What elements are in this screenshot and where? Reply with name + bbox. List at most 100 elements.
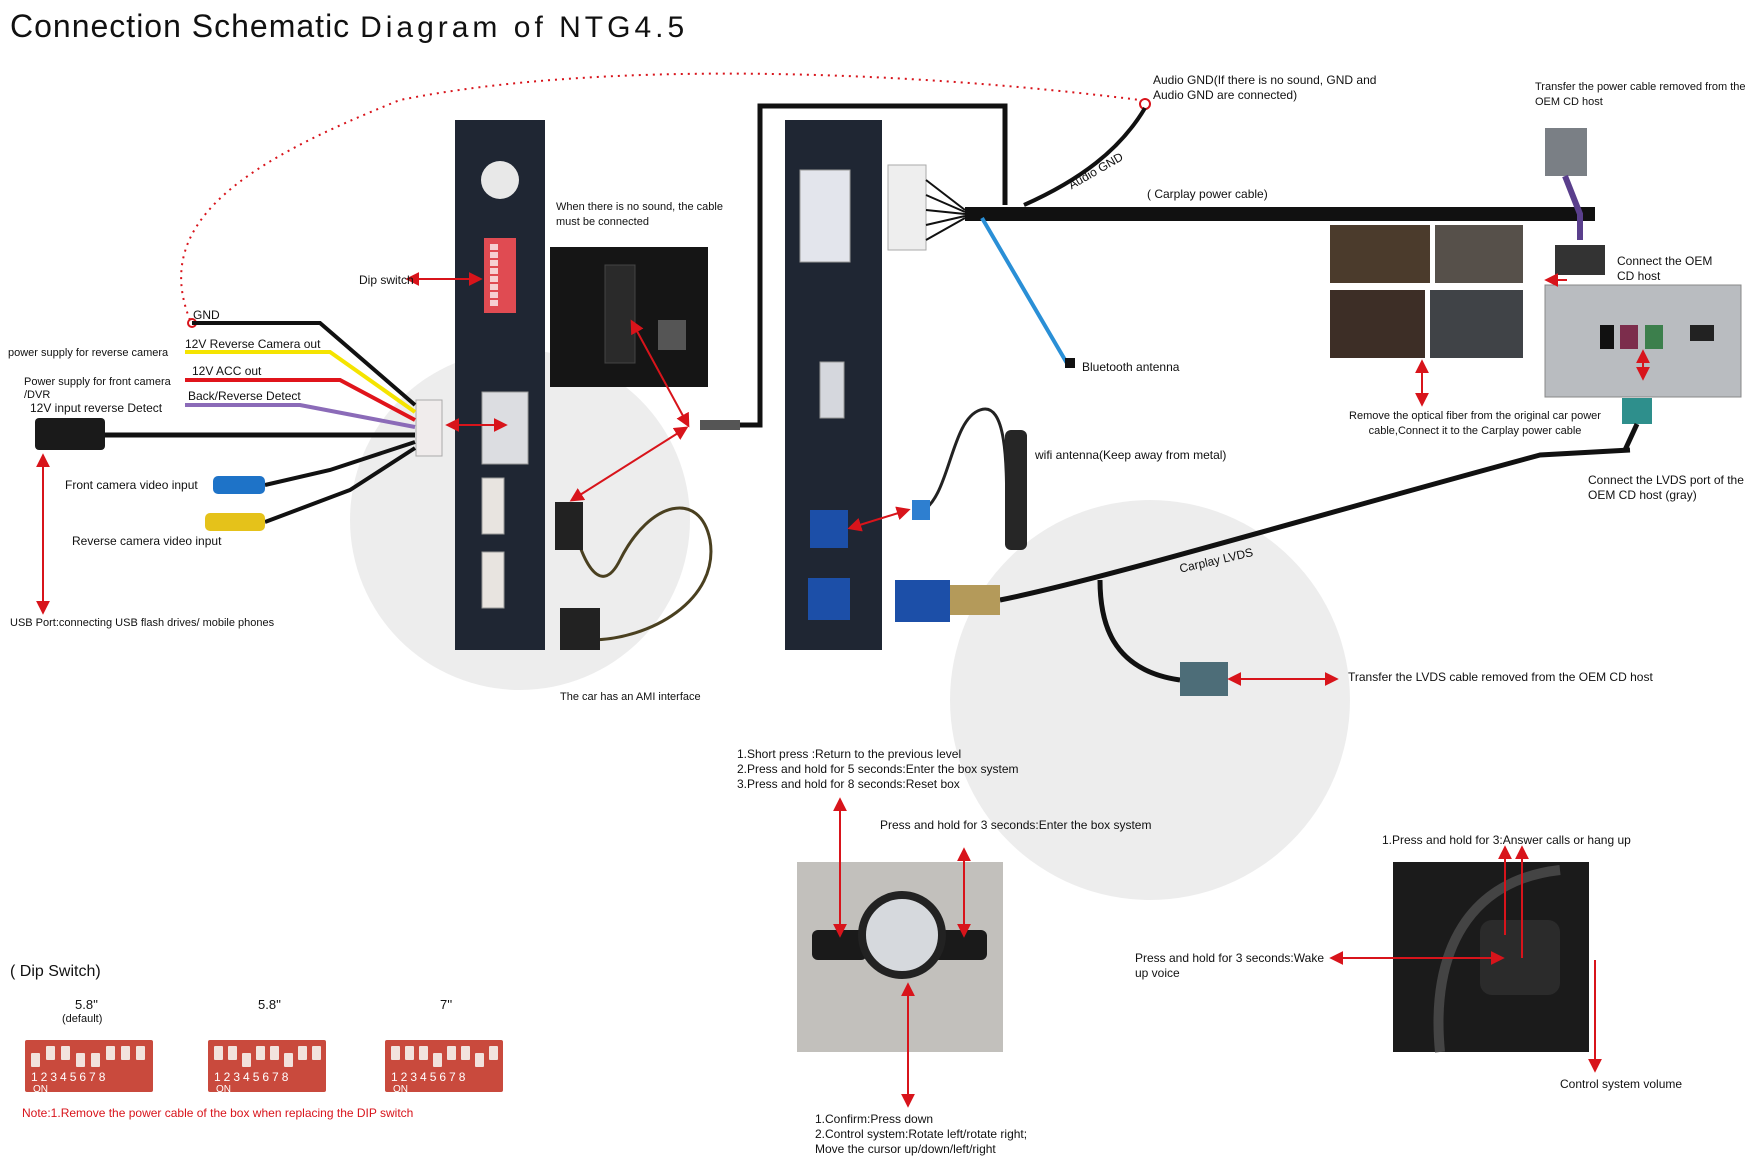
remove-fiber-label: Remove the optical fiber from the origin… [1349, 410, 1601, 437]
wire-front-cam [264, 440, 416, 487]
back-button-photo [812, 930, 867, 960]
lvds-teal-stub [1622, 422, 1640, 452]
dip3-sw2 [405, 1046, 414, 1060]
front-cam-video-label: Front camera video input [65, 478, 198, 492]
gnd-dotted-route [180, 72, 1141, 321]
lvds-branch [1097, 579, 1181, 683]
wire-gnd [192, 321, 417, 407]
front-cam-rca [213, 476, 265, 494]
audio-jack [700, 420, 740, 430]
harness-connector [415, 399, 443, 457]
dip2-sw2 [228, 1046, 237, 1060]
connect-oem-label: Connect the OEM CD host [1617, 254, 1713, 283]
left-port-20pin [481, 391, 529, 465]
dip3-sw7 [475, 1053, 484, 1067]
dip-switch-label: Dip switch [359, 273, 414, 287]
oem-power-socket [1555, 245, 1605, 275]
usb-port-label: USB Port:connecting USB flash drives/ mo… [10, 617, 275, 629]
input-rev-detect-label: 12V input reverse Detect [30, 401, 163, 415]
wake-voice-label: Press and hold for 3 seconds:Wake up voi… [1135, 951, 1324, 980]
rotary-knob-photo [858, 891, 946, 979]
rev-cam-video-label: Reverse camera video input [72, 534, 222, 548]
dip2-sw6 [284, 1053, 293, 1067]
dip1-sw3 [61, 1046, 70, 1060]
wire-12v-rev-cam [185, 350, 417, 414]
rev-cam-rca [205, 513, 265, 531]
dip3-sw5 [447, 1046, 456, 1060]
wifi-label: wifi antenna(Keep away from metal) [1035, 448, 1227, 462]
dip1-sw6 [106, 1046, 115, 1060]
lvds-connector-blue [895, 580, 950, 622]
power-cable-connector [887, 164, 927, 251]
oem-power-plug [1545, 128, 1587, 176]
oem-power-wires [1562, 174, 1583, 240]
dip1-sw8 [136, 1046, 145, 1060]
bluetooth-tip [1065, 358, 1075, 368]
dip3-sw4 [433, 1053, 442, 1067]
dip2-sw3 [242, 1053, 251, 1067]
transfer-power-label: Transfer the power cable removed from th… [1535, 81, 1746, 108]
oem-port-d [1690, 325, 1714, 341]
carplay-power-label: ( Carplay power cable) [1147, 187, 1268, 201]
wifi-antenna-body [1005, 430, 1027, 550]
audio-gnd-label: Audio GND(If there is no sound, GND and … [1153, 73, 1377, 102]
dip2-sw7 [298, 1046, 307, 1060]
gnd-label: GND [193, 308, 220, 322]
power-front-cam-label: Power supply for front camera [24, 376, 171, 388]
rev-cam-out-label: 12V Reverse Camera out [185, 337, 321, 351]
dip3-sw6 [461, 1046, 470, 1060]
ami-plug-bottom [560, 608, 600, 650]
dip1-sw1 [31, 1053, 40, 1067]
dip3-on: ON [393, 1084, 408, 1095]
back-detect-label: Back/Reverse Detect [188, 389, 301, 403]
audio-photo-plug [658, 320, 686, 350]
lvds-gray-connector [1180, 662, 1228, 696]
dip1-digits: 12345678 [31, 1070, 109, 1084]
dip-switch-2: 12345678 ON [208, 1040, 326, 1095]
dip-heading: ( Dip Switch) [10, 963, 101, 980]
arrows [36, 272, 1650, 1108]
hold8-label: 3.Press and hold for 8 seconds:Reset box [737, 777, 960, 791]
dip-size-3: 7'' [440, 997, 453, 1012]
dip2-sw4 [256, 1046, 265, 1060]
hold5-label: 2.Press and hold for 5 seconds:Enter the… [737, 762, 1019, 776]
short-press-label: 1.Short press :Return to the previous le… [737, 747, 962, 761]
box-sticker [481, 161, 519, 199]
dip-note: Note:1.Remove the power cable of the box… [22, 1106, 414, 1120]
dip2-digits: 12345678 [214, 1070, 292, 1084]
lvds-connector-metal [950, 585, 1000, 615]
ami-label: The car has an AMI interface [560, 691, 701, 703]
ami-cable [568, 506, 713, 642]
dip-switch-block [484, 238, 516, 313]
audio-gnd-wire [1023, 106, 1147, 207]
dip2-sw5 [270, 1046, 279, 1060]
bluetooth-label: Bluetooth antenna [1082, 360, 1180, 374]
dip2-sw1 [214, 1046, 223, 1060]
audio-photo-port [604, 264, 636, 364]
left-port-b [481, 551, 505, 609]
dip-switch-1: 12345678 ON [25, 1040, 153, 1095]
oem-port-b [1645, 325, 1663, 349]
page-title: Connection Schematic Diagram of NTG4.5 [10, 8, 688, 45]
dip3-sw1 [391, 1046, 400, 1060]
wheel-rim-photo [1433, 865, 1561, 1053]
dip1-sw4 [76, 1053, 85, 1067]
dip-switch-toggles [490, 244, 498, 306]
wire-12v-acc [185, 378, 416, 422]
wifi-cable [919, 407, 1012, 542]
dip-size-2: 5.8'' [258, 997, 282, 1012]
confirm-label: 1.Confirm:Press down [815, 1112, 934, 1126]
right-port-large [799, 169, 851, 263]
dip3-sw3 [419, 1046, 428, 1060]
photo-4 [1430, 290, 1523, 358]
ami-plug-top [555, 502, 583, 550]
carplay-lvds-cable [999, 447, 1631, 603]
dip-note-1: (default) [62, 1013, 103, 1025]
dip1-on: ON [33, 1084, 48, 1095]
photo-3 [1330, 290, 1425, 358]
audio-gnd-ring [1139, 98, 1151, 110]
dip1-sw7 [121, 1046, 130, 1060]
no-sound-label: When there is no sound, the cable must b… [556, 201, 723, 228]
control-volume-label: Control system volume [1560, 1077, 1683, 1091]
